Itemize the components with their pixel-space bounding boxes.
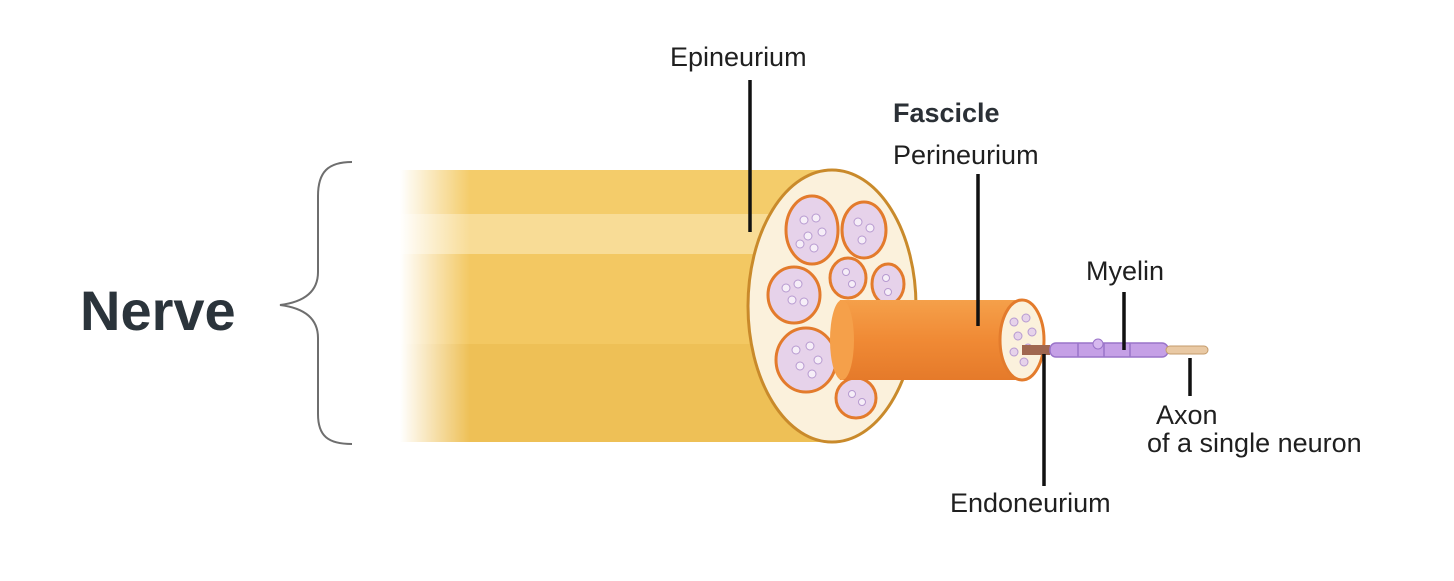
epineurium-label: Epineurium bbox=[670, 42, 807, 72]
perineurium-label: Perineurium bbox=[893, 140, 1039, 170]
myelin-label: Myelin bbox=[1086, 256, 1164, 286]
endoneurium-label: Endoneurium bbox=[950, 488, 1111, 518]
single-neuron-fiber bbox=[1022, 338, 1209, 358]
nerve-brace bbox=[279, 161, 353, 445]
axon-label: Axon bbox=[1156, 400, 1218, 430]
nerve-label: Nerve bbox=[80, 279, 236, 342]
fascicle-label: Fascicle bbox=[893, 98, 1000, 128]
axon-sub-label: of a single neuron bbox=[1147, 428, 1362, 458]
fascicle-cylinder bbox=[830, 298, 1046, 382]
